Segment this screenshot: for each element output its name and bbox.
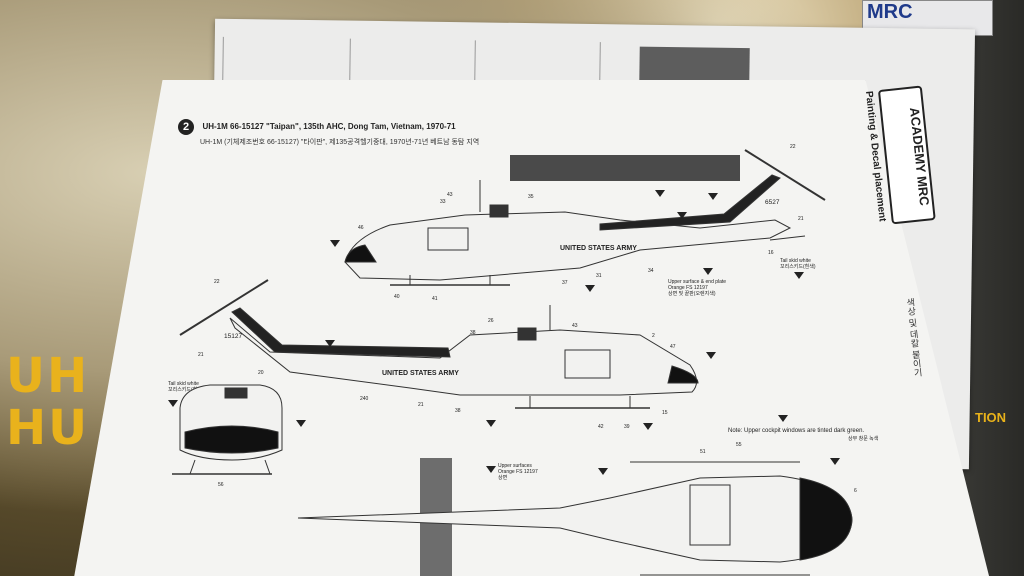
front-view: [172, 384, 306, 475]
part-num: 43: [447, 192, 453, 198]
cockpit-window-note: Note: Upper cockpit windows are tinted d…: [728, 428, 864, 434]
fuselage-text-side1: UNITED STATES ARMY: [560, 245, 637, 252]
part-num: 21: [198, 352, 204, 358]
part-num: 46: [358, 225, 364, 231]
side-view-right-facing: [168, 279, 716, 430]
fuselage-text-side2: UNITED STATES ARMY: [382, 370, 459, 377]
part-num: 2: [652, 333, 655, 339]
part-num: 31: [596, 273, 602, 279]
part-num: 21: [418, 402, 424, 408]
upper-surfaces-color: Orange FS 12197: [498, 469, 538, 475]
scheme-title-block: 2 UH-1M 66-15127 "Taipan", 135th AHC, Do…: [178, 118, 479, 147]
part-num: 20: [258, 370, 264, 376]
part-num: 38: [455, 408, 461, 414]
tail-skid-note-ko-side2: 꼬리스키드(흰색): [168, 386, 204, 393]
part-num: 15: [662, 410, 668, 416]
part-num: 22: [214, 279, 220, 285]
upper-surfaces-note: Upper surfaces: [498, 463, 532, 469]
tail-skid-note-side2: Tail skid white: [168, 381, 199, 387]
box-title-line1: UH: [6, 348, 90, 404]
part-num: 34: [648, 268, 654, 274]
part-num: 39: [624, 424, 630, 430]
part-num: 16: [768, 250, 774, 256]
part-num: 33: [440, 199, 446, 205]
part-num: 40: [394, 294, 400, 300]
part-num: 38: [470, 330, 476, 336]
box-side-text: TION: [975, 410, 1007, 425]
part-num: 41: [432, 296, 438, 302]
part-num: 240: [360, 396, 369, 402]
upper-surface-note: Upper surface & end plate: [668, 279, 726, 285]
tail-skid-note-side1: Tail skid white: [780, 258, 811, 264]
upper-surfaces-ko: 상면: [498, 474, 508, 481]
orange-top-bar-swatch: [510, 155, 740, 181]
scheme-title-korean: UH-1M (기체제조번호 66-15127) "타이판", 제135공격헬기중…: [200, 139, 480, 146]
step-number-badge: 2: [178, 118, 194, 135]
upper-surface-note-ko: 상면 및 끝판(오렌지색): [668, 290, 716, 297]
scheme-title-english: UH-1M 66-15127 "Taipan", 135th AHC, Dong…: [202, 122, 456, 132]
part-num: 55: [736, 442, 742, 448]
part-num: 42: [598, 424, 604, 430]
part-num: 21: [798, 216, 804, 222]
part-num: 56: [218, 482, 224, 488]
part-num: 43: [572, 323, 578, 329]
part-num: 26: [488, 318, 494, 324]
tail-number-side1: 6527: [765, 199, 780, 206]
part-num: 47: [670, 344, 676, 350]
top-view: [297, 415, 853, 576]
part-num: 35: [528, 194, 534, 200]
part-num: 22: [790, 144, 796, 150]
tail-number-side2: 15127: [224, 333, 242, 340]
cockpit-window-note-ko: 상부 창문 녹색: [848, 435, 879, 442]
part-num: 6: [854, 488, 857, 494]
tail-skid-note-ko-side1: 꼬리스키드(흰색): [780, 263, 816, 270]
part-num: 37: [562, 280, 568, 286]
upper-surface-color: Orange FS 12197: [668, 285, 708, 291]
side-view-left-facing: [330, 149, 826, 292]
box-title-line2: HU: [6, 400, 90, 456]
part-num: 51: [700, 449, 706, 455]
box-title: UH HU: [6, 350, 89, 454]
